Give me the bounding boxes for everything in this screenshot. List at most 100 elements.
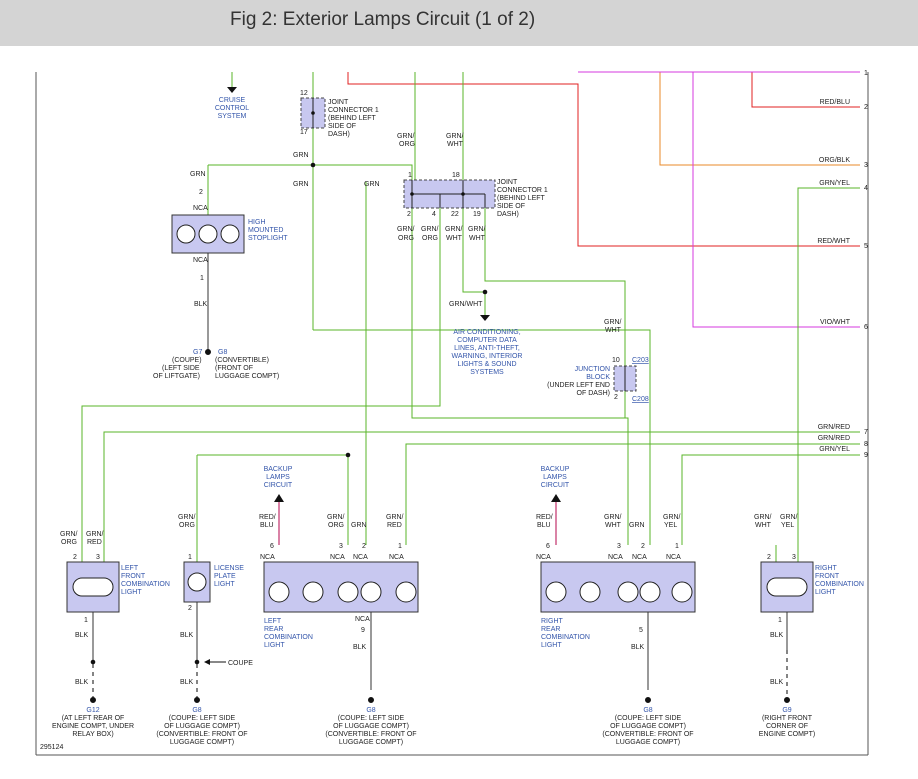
svg-text:ORG: ORG (61, 539, 77, 546)
svg-text:(CONVERTIBLE): (CONVERTIBLE) (215, 357, 269, 364)
svg-text:GRN/: GRN/ (178, 514, 196, 521)
svg-text:LIGHT: LIGHT (541, 642, 562, 649)
junction-block-label: JUNCTION BLOCK (UNDER LEFT END OF DASH) (547, 366, 610, 397)
svg-text:NCA: NCA (330, 554, 345, 561)
svg-text:1: 1 (188, 554, 192, 561)
svg-text:CONNECTOR 1: CONNECTOR 1 (497, 187, 548, 194)
svg-text:ORG/BLK: ORG/BLK (819, 157, 850, 164)
svg-text:OF LUGGAGE COMPT): OF LUGGAGE COMPT) (333, 723, 409, 730)
wires-red (347, 72, 860, 247)
svg-text:WHT: WHT (755, 522, 772, 529)
joint-connector-mid-label: JOINT CONNECTOR 1 (BEHIND LEFT SIDE OF D… (497, 179, 548, 218)
svg-text:OF LUGGAGE COMPT): OF LUGGAGE COMPT) (164, 723, 240, 730)
svg-text:5: 5 (639, 627, 643, 634)
wire-label-grn-wht-full: GRN/WHT (449, 301, 483, 308)
pin-17: 17 (300, 129, 308, 136)
svg-text:PLATE: PLATE (214, 573, 236, 580)
pin-numbers-lower: 2 3 1 6 3 2 1 6 3 2 1 2 3 1 2 9 5 1 (73, 543, 796, 634)
wires-orange (659, 72, 860, 166)
svg-text:COMBINATION: COMBINATION (541, 634, 590, 641)
cruise-label: CRUISE CONTROL SYSTEM (215, 97, 249, 120)
svg-text:REAR: REAR (541, 626, 560, 633)
svg-text:2: 2 (767, 554, 771, 561)
svg-text:NCA: NCA (666, 554, 681, 561)
pin-j2: 2 (407, 211, 411, 218)
svg-text:ORG: ORG (422, 235, 438, 242)
svg-text:3: 3 (792, 554, 796, 561)
svg-text:WARNING, INTERIOR: WARNING, INTERIOR (452, 353, 523, 360)
svg-text:5: 5 (864, 243, 868, 250)
svg-text:AIR CONDITIONING,: AIR CONDITIONING, (453, 329, 520, 336)
svg-text:FRONT: FRONT (121, 573, 146, 580)
backup-lamps-left-label: BACKUP LAMPS CIRCUIT (264, 466, 293, 489)
svg-text:LAMPS: LAMPS (543, 474, 567, 481)
svg-text:NCA: NCA (608, 554, 623, 561)
svg-text:RED/BLU: RED/BLU (820, 99, 850, 106)
svg-text:BACKUP: BACKUP (264, 466, 293, 473)
svg-text:YEL: YEL (664, 522, 677, 529)
svg-text:(RIGHT FRONT: (RIGHT FRONT (762, 715, 813, 722)
svg-text:6: 6 (546, 543, 550, 550)
svg-text:GRN: GRN (629, 522, 645, 529)
lrc-label: LEFT REAR COMBINATION LIGHT (264, 618, 313, 649)
ground-g8-mid-label: G8 (COUPE: LEFT SIDE OF LUGGAGE COMPT) (… (325, 707, 416, 746)
svg-text:GRN/: GRN/ (397, 226, 415, 233)
wire-label-grn-3: GRN (364, 181, 380, 188)
wire-label-org-top: ORG (399, 141, 415, 148)
svg-text:CONTROL: CONTROL (215, 105, 249, 112)
svg-text:(UNDER LEFT END: (UNDER LEFT END (547, 382, 610, 389)
pin-j1: 1 (408, 172, 412, 179)
nca-labels-lower: NCA NCA NCA NCA NCA NCA NCA NCA NCA (260, 554, 681, 623)
svg-text:RED: RED (87, 539, 102, 546)
svg-text:GRN/: GRN/ (386, 514, 404, 521)
svg-text:(AT LEFT REAR OF: (AT LEFT REAR OF (62, 715, 125, 722)
svg-text:BACKUP: BACKUP (541, 466, 570, 473)
svg-text:BLK: BLK (180, 679, 194, 686)
svg-text:3: 3 (864, 162, 868, 169)
pin-12: 12 (300, 90, 308, 97)
svg-text:1: 1 (675, 543, 679, 550)
svg-text:G7: G7 (193, 349, 202, 356)
svg-text:WHT: WHT (446, 235, 463, 242)
ground-g12-label: G12 (AT LEFT REAR OF ENGINE COMPT, UNDER… (52, 707, 134, 738)
svg-text:BLK: BLK (770, 632, 784, 639)
lfc-label: LEFT FRONT COMBINATION LIGHT (121, 565, 170, 596)
svg-text:GRN/RED: GRN/RED (818, 424, 850, 431)
svg-text:CONNECTOR 1: CONNECTOR 1 (328, 107, 379, 114)
svg-text:(LEFT SIDE: (LEFT SIDE (162, 365, 200, 372)
svg-text:(BEHIND LEFT: (BEHIND LEFT (328, 115, 377, 122)
svg-text:YEL: YEL (781, 522, 794, 529)
svg-text:(BEHIND LEFT: (BEHIND LEFT (497, 195, 546, 202)
svg-text:LIGHT: LIGHT (214, 581, 235, 588)
pin-j18: 18 (452, 172, 460, 179)
svg-text:REAR: REAR (264, 626, 283, 633)
svg-text:3: 3 (617, 543, 621, 550)
svg-text:4: 4 (864, 185, 868, 192)
svg-text:(COUPE: LEFT SIDE: (COUPE: LEFT SIDE (338, 715, 405, 722)
ground-g7-g8-labels: G7 G8 (COUPE) (LEFT SIDE OF LIFTGATE) (C… (153, 349, 279, 380)
svg-text:BLK: BLK (75, 679, 89, 686)
svg-text:GRN/: GRN/ (663, 514, 681, 521)
svg-text:LUGGAGE COMPT): LUGGAGE COMPT) (616, 739, 680, 746)
svg-text:GRN/: GRN/ (604, 514, 622, 521)
rrc-label: RIGHT REAR COMBINATION LIGHT (541, 618, 590, 649)
page-title: Fig 2: Exterior Lamps Circuit (1 of 2) (230, 9, 536, 30)
svg-text:DASH): DASH) (497, 211, 519, 218)
svg-text:HIGH: HIGH (248, 219, 266, 226)
svg-text:BLK: BLK (180, 632, 194, 639)
pin-j22: 22 (451, 211, 459, 218)
wires-backup-pink (278, 502, 557, 545)
wires-black-dashed (92, 650, 788, 698)
pin-hms-2: 2 (199, 189, 203, 196)
svg-text:RED/: RED/ (259, 514, 276, 521)
pin-jb10: 10 (612, 357, 620, 364)
svg-text:ENGINE COMPT, UNDER: ENGINE COMPT, UNDER (52, 723, 134, 730)
svg-text:1: 1 (778, 617, 782, 624)
figure-number: 295124 (40, 744, 63, 751)
svg-text:GRN/: GRN/ (327, 514, 345, 521)
svg-text:LICENSE: LICENSE (214, 565, 244, 572)
svg-text:2: 2 (73, 554, 77, 561)
svg-text:BLK: BLK (75, 632, 89, 639)
svg-text:NCA: NCA (632, 554, 647, 561)
svg-text:1: 1 (84, 617, 88, 624)
